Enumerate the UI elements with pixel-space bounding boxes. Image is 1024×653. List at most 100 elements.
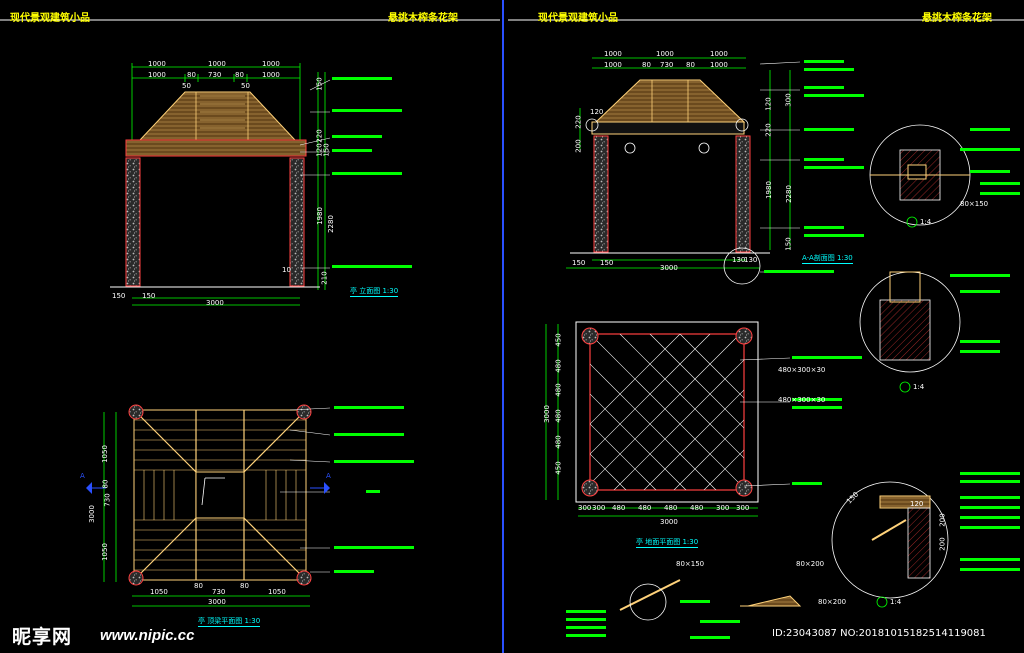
dim: 1050	[268, 588, 286, 596]
dim: 150	[572, 259, 586, 267]
detail-1	[869, 124, 1020, 228]
dim: 80	[194, 582, 203, 590]
dim: 730	[660, 61, 674, 69]
dim: 1000	[148, 71, 166, 79]
dim: 3000	[206, 299, 224, 307]
dim: 220	[574, 115, 583, 129]
dim: 480	[638, 504, 652, 512]
dim: 1000	[656, 50, 674, 58]
dim: 480	[554, 435, 563, 449]
sheet-left-title: 现代景观建筑小品	[10, 13, 90, 24]
dim: 1000	[148, 60, 166, 68]
dim: 480	[612, 504, 626, 512]
section-caption: A-A剖面图 1:30	[802, 254, 853, 264]
dim: 300	[736, 504, 750, 512]
dim: 730	[103, 493, 112, 507]
dim: 120	[764, 97, 773, 111]
dim: 50	[241, 82, 250, 90]
dim: 150	[322, 143, 331, 157]
dim: 80×150	[960, 200, 989, 208]
dim: 120	[590, 108, 604, 116]
dim: 130	[744, 256, 758, 264]
callout: 480×300×30	[778, 396, 826, 404]
dim: 80	[101, 479, 110, 489]
dim: 200	[938, 513, 947, 527]
dim: 150	[112, 292, 126, 300]
dim: 80×200	[818, 598, 847, 606]
roof-plan-view	[86, 404, 414, 607]
dim: 450	[554, 461, 563, 475]
dim: 150	[315, 77, 324, 91]
sheet-right-title: 现代景观建筑小品	[538, 13, 618, 24]
dim: 1980	[764, 181, 773, 199]
dim: 1000	[208, 60, 226, 68]
dim: 1000	[262, 60, 280, 68]
dim: 1000	[604, 50, 622, 58]
dim: 1000	[604, 61, 622, 69]
dim: 730	[208, 71, 222, 79]
dim: 80×200	[796, 560, 825, 568]
dim: 480	[690, 504, 704, 512]
dim: 200	[574, 139, 583, 153]
detail-scale: 1:4	[890, 598, 902, 606]
dim: 1000	[710, 50, 728, 58]
dim: 80×150	[676, 560, 705, 568]
dim: 1000	[262, 71, 280, 79]
dim: 210	[320, 271, 329, 285]
detail-bottom	[566, 579, 802, 639]
dim: 80	[686, 61, 695, 69]
watermark-url: www.nipic.cc	[100, 627, 195, 644]
sheet-right-subtitle: 悬挑木榨条花架	[922, 13, 992, 24]
dim: 730	[212, 588, 226, 596]
dim: 300	[578, 504, 592, 512]
dim: 300	[784, 93, 793, 107]
detail-3	[831, 472, 1020, 608]
dim: 130	[732, 256, 746, 264]
callout: 480×300×30	[778, 366, 826, 374]
dim: 220	[315, 129, 324, 143]
dim: 80	[235, 71, 244, 79]
dim: 300	[592, 504, 606, 512]
dim: 3000	[660, 518, 678, 526]
detail-2	[859, 271, 1010, 393]
dim: 80	[240, 582, 249, 590]
dim: 300	[716, 504, 730, 512]
detail-scale: 1:4	[913, 383, 925, 391]
dim: 3000	[660, 264, 678, 272]
dim: 3000	[208, 598, 226, 606]
dim: 480	[554, 409, 563, 423]
watermark-logo: 昵享网	[12, 627, 73, 648]
detail-scale: 1:4	[920, 218, 932, 226]
dim: 450	[554, 333, 563, 347]
dim: 120	[910, 500, 924, 508]
dim: 1000	[710, 61, 728, 69]
roof-plan-caption: 亭 顶梁平面图 1:30	[198, 617, 261, 627]
section-mark-left: A	[80, 472, 85, 480]
dim: 2280	[784, 185, 793, 203]
dim: 480	[554, 383, 563, 397]
image-id-label: ID:23043087 NO:20181015182514119081	[770, 628, 988, 639]
elevation-view	[110, 63, 412, 306]
dim: 1050	[100, 543, 109, 561]
dim: 10	[282, 266, 291, 274]
dim: 480	[554, 359, 563, 373]
sheet-left-subtitle: 悬挑木榨条花架	[388, 13, 458, 24]
dim: 1050	[150, 588, 168, 596]
elevation-caption: 亭 立面图 1:30	[350, 287, 399, 297]
dim: 2280	[326, 215, 335, 233]
dim: 150	[784, 237, 793, 251]
dim: 220	[764, 123, 773, 137]
dim: 3000	[87, 505, 96, 523]
dim: 80	[642, 61, 651, 69]
floor-plan-view	[545, 321, 862, 517]
dim: 150	[142, 292, 156, 300]
dim: 1980	[315, 207, 324, 225]
section-view	[566, 57, 864, 285]
dim: 50	[182, 82, 191, 90]
dim: 3000	[542, 405, 551, 423]
dim: 480	[664, 504, 678, 512]
dim: 80	[187, 71, 196, 79]
dim: 150	[600, 259, 614, 267]
dim: 200	[938, 537, 947, 551]
